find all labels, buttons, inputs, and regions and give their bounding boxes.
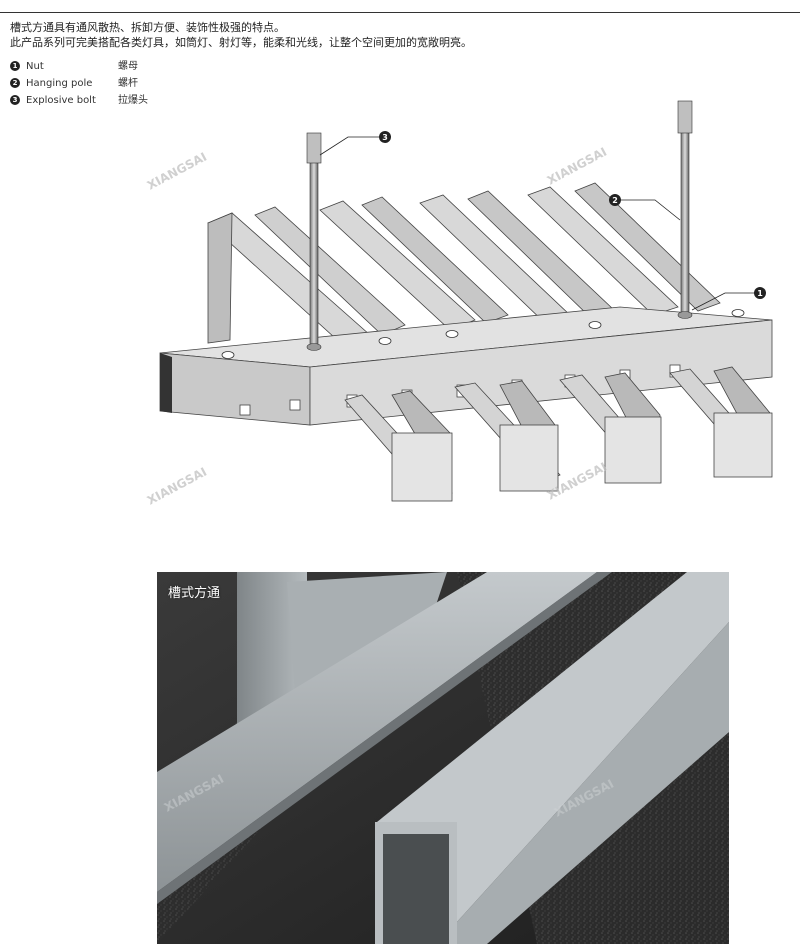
hanging-pole [306, 100, 693, 348]
legend-item: 3 Explosive bolt 拉爆头 [10, 92, 160, 109]
callout-1 [691, 292, 755, 311]
legend-item: 2 Hanging pole 螺杆 [10, 75, 160, 92]
legend-label-en: Nut [26, 61, 44, 72]
intro-text: 槽式方通具有通风散热、拆卸方便、装饰性极强的特点。 此产品系列可完美搭配各类灯具… [10, 20, 472, 50]
callout-3 [319, 136, 380, 156]
callout-label-2: 2 [612, 196, 618, 205]
legend-label-en: Hanging pole [26, 78, 93, 89]
nut-icon [306, 311, 693, 351]
legend-number-badge: 3 [10, 95, 20, 105]
legend-number-badge: 1 [10, 61, 20, 71]
carrier-beam [159, 306, 773, 426]
aluminum-baffle [157, 572, 729, 944]
legend-number-badge: 2 [10, 78, 20, 88]
legend-label-cn: 螺杆 [118, 78, 138, 89]
watermark-text: XIANGSAI [145, 465, 209, 508]
watermark-text: XIANGSAI [545, 145, 609, 188]
installation-diagram: 3 2 1 XIANGSAI XIANGSAI XIANGSAI XIANGSA… [145, 100, 773, 508]
legend-item: 1 Nut 螺母 [10, 58, 160, 75]
callout-badge-1 [754, 287, 766, 299]
callout-badge-2 [609, 194, 621, 206]
photo-caption: 槽式方通 [168, 586, 221, 601]
callout-label-1: 1 [757, 289, 763, 298]
watermark-text: XIANGSAI [145, 150, 209, 193]
intro-line-1: 槽式方通具有通风散热、拆卸方便、装饰性极强的特点。 [10, 21, 285, 34]
callout-label-3: 3 [382, 133, 388, 142]
parts-legend: 1 Nut 螺母 2 Hanging pole 螺杆 3 Explosive b… [10, 58, 160, 109]
callout-badge-3 [379, 131, 391, 143]
legend-label-cn: 螺母 [118, 61, 138, 72]
legend-label-en: Explosive bolt [26, 95, 96, 106]
callout-2 [620, 199, 681, 221]
intro-line-2: 此产品系列可完美搭配各类灯具，如筒灯、射灯等，能柔和光线，让整个空间更加的宽敞明… [10, 36, 472, 49]
ceiling-slats-front [344, 366, 773, 502]
product-photo: XIANGSAI XIANGSAI [157, 572, 729, 944]
legend-label-cn: 拉爆头 [118, 95, 148, 106]
top-divider [0, 12, 800, 13]
